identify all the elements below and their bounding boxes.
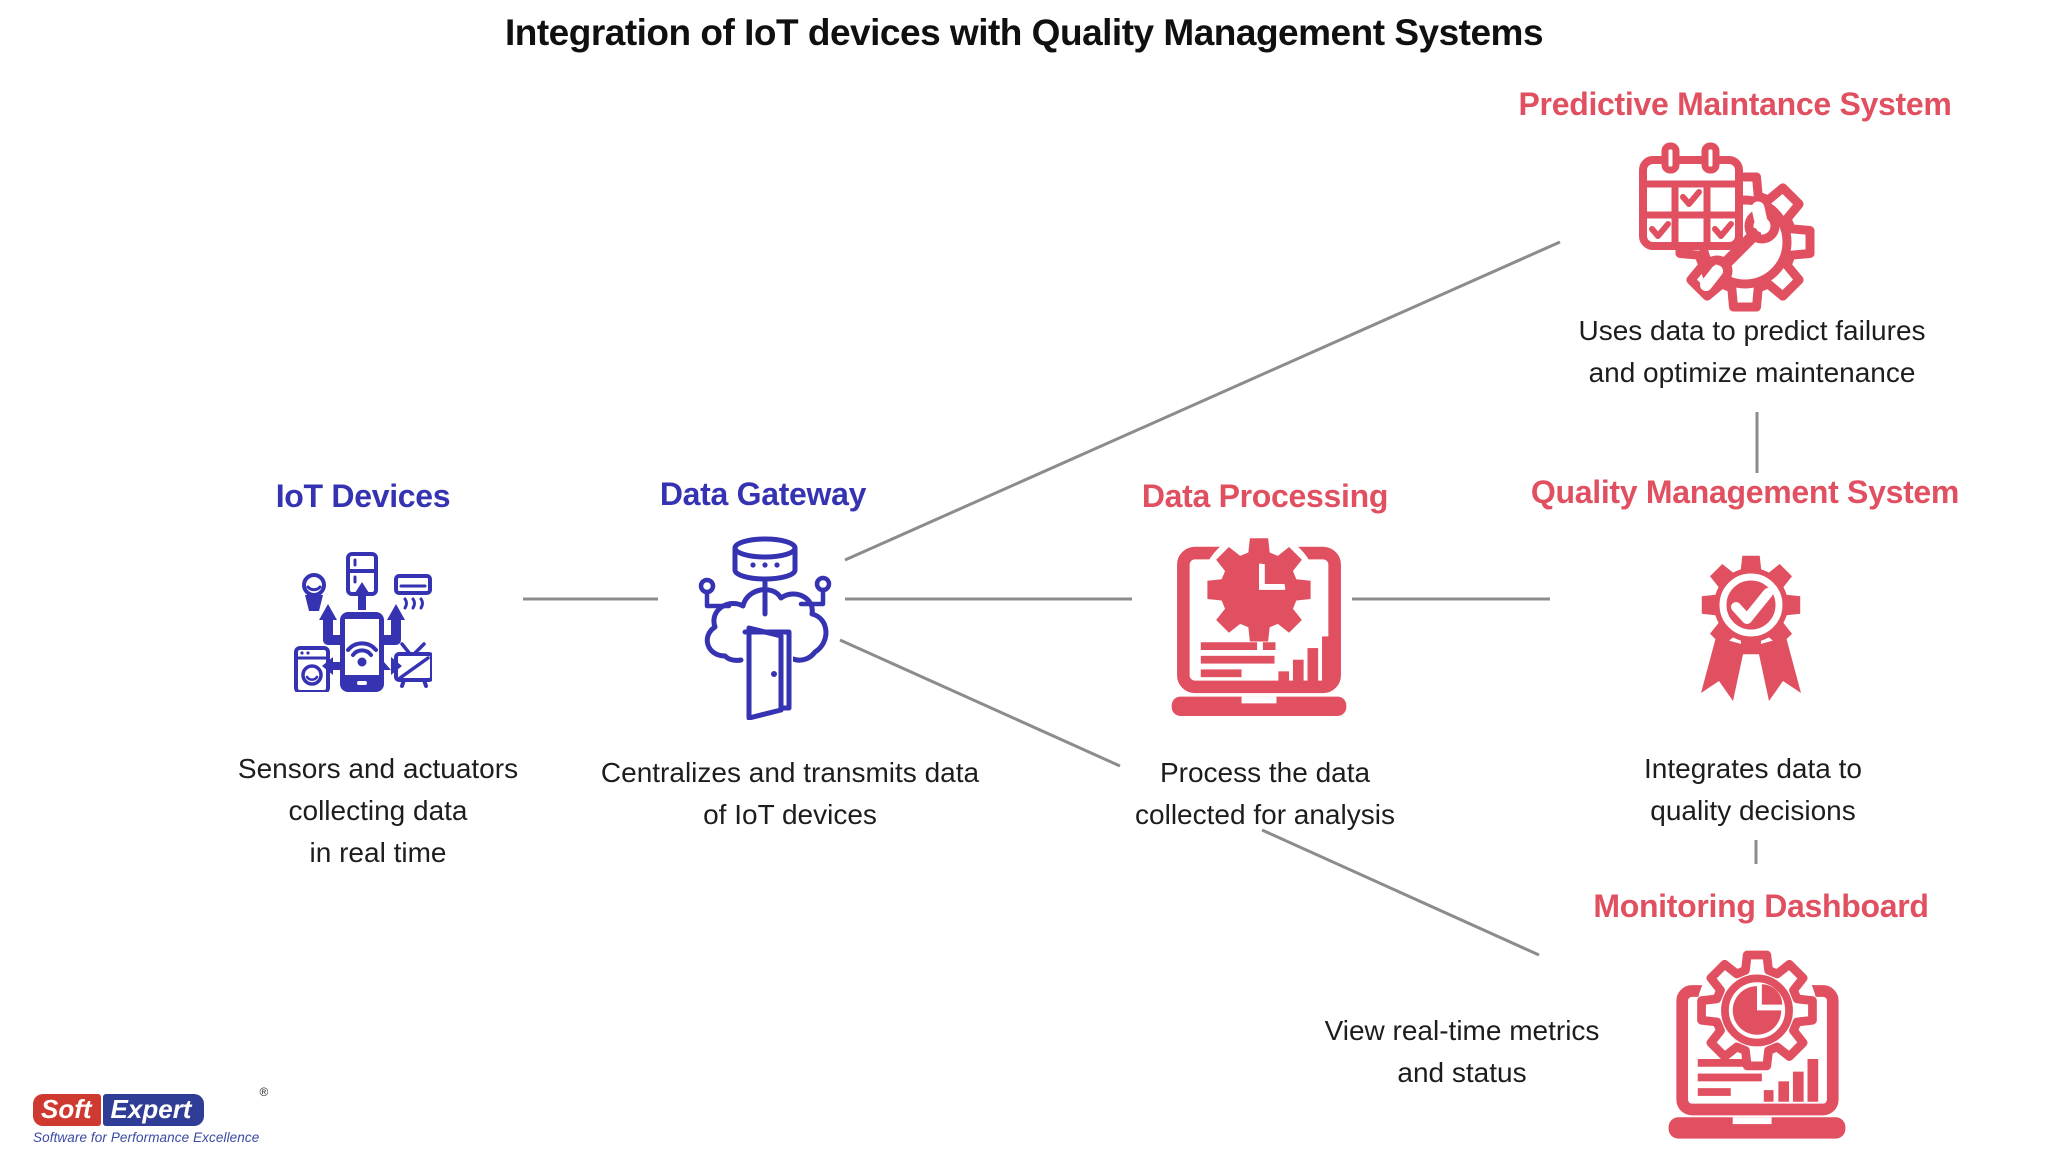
node-description-iot-devices: Sensors and actuators collecting data in… — [237, 753, 519, 868]
node-description-data-processing: Process the data collected for analysis — [1135, 757, 1395, 830]
node-heading-monitoring-dashboard: Monitoring Dashboard — [1593, 888, 1929, 924]
node-heading-quality-management: Quality Management System — [1530, 474, 1960, 510]
connector-gateway-predictive — [844, 240, 1561, 562]
logo-soft-badge: Soft — [33, 1094, 101, 1126]
node-description-quality-management: Integrates data to quality decisions — [1644, 753, 1862, 826]
monitoring-dashboard-icon — [1668, 950, 1846, 1139]
node-description-predictive-maintenance: Uses data to predict failures and optimi… — [1578, 315, 1926, 388]
diagram-title: Integration of IoT devices with Quality … — [504, 12, 1544, 53]
node-heading-predictive-maintenance: Predictive Maintance System — [1518, 86, 1952, 122]
data-processing-icon — [1171, 531, 1347, 716]
node-description-monitoring-dashboard: View real-time metrics and status — [1324, 1015, 1600, 1088]
quality-management-icon — [1701, 555, 1801, 701]
node-heading-data-gateway: Data Gateway — [659, 476, 867, 512]
predictive-maintenance-icon — [1639, 142, 1815, 312]
node-heading-iot-devices: IoT Devices — [275, 478, 451, 514]
connector-gateway-monitoring-b — [1261, 828, 1540, 957]
connector-gateway-monitoring-a — [839, 638, 1121, 768]
softexpert-logo: Soft Expert ® Software for Performance E… — [33, 1085, 268, 1145]
logo-expert-badge: Expert — [102, 1094, 205, 1126]
registered-trademark-icon: ® — [259, 1085, 269, 1099]
logo-tagline: Software for Performance Excellence — [33, 1130, 260, 1145]
node-description-data-gateway: Centralizes and transmits data of IoT de… — [600, 757, 980, 830]
node-heading-data-processing: Data Processing — [1141, 478, 1389, 514]
softexpert-logo-badges: Soft Expert ® — [33, 1085, 268, 1126]
iot-devices-icon — [294, 552, 432, 692]
data-gateway-icon — [698, 536, 832, 720]
